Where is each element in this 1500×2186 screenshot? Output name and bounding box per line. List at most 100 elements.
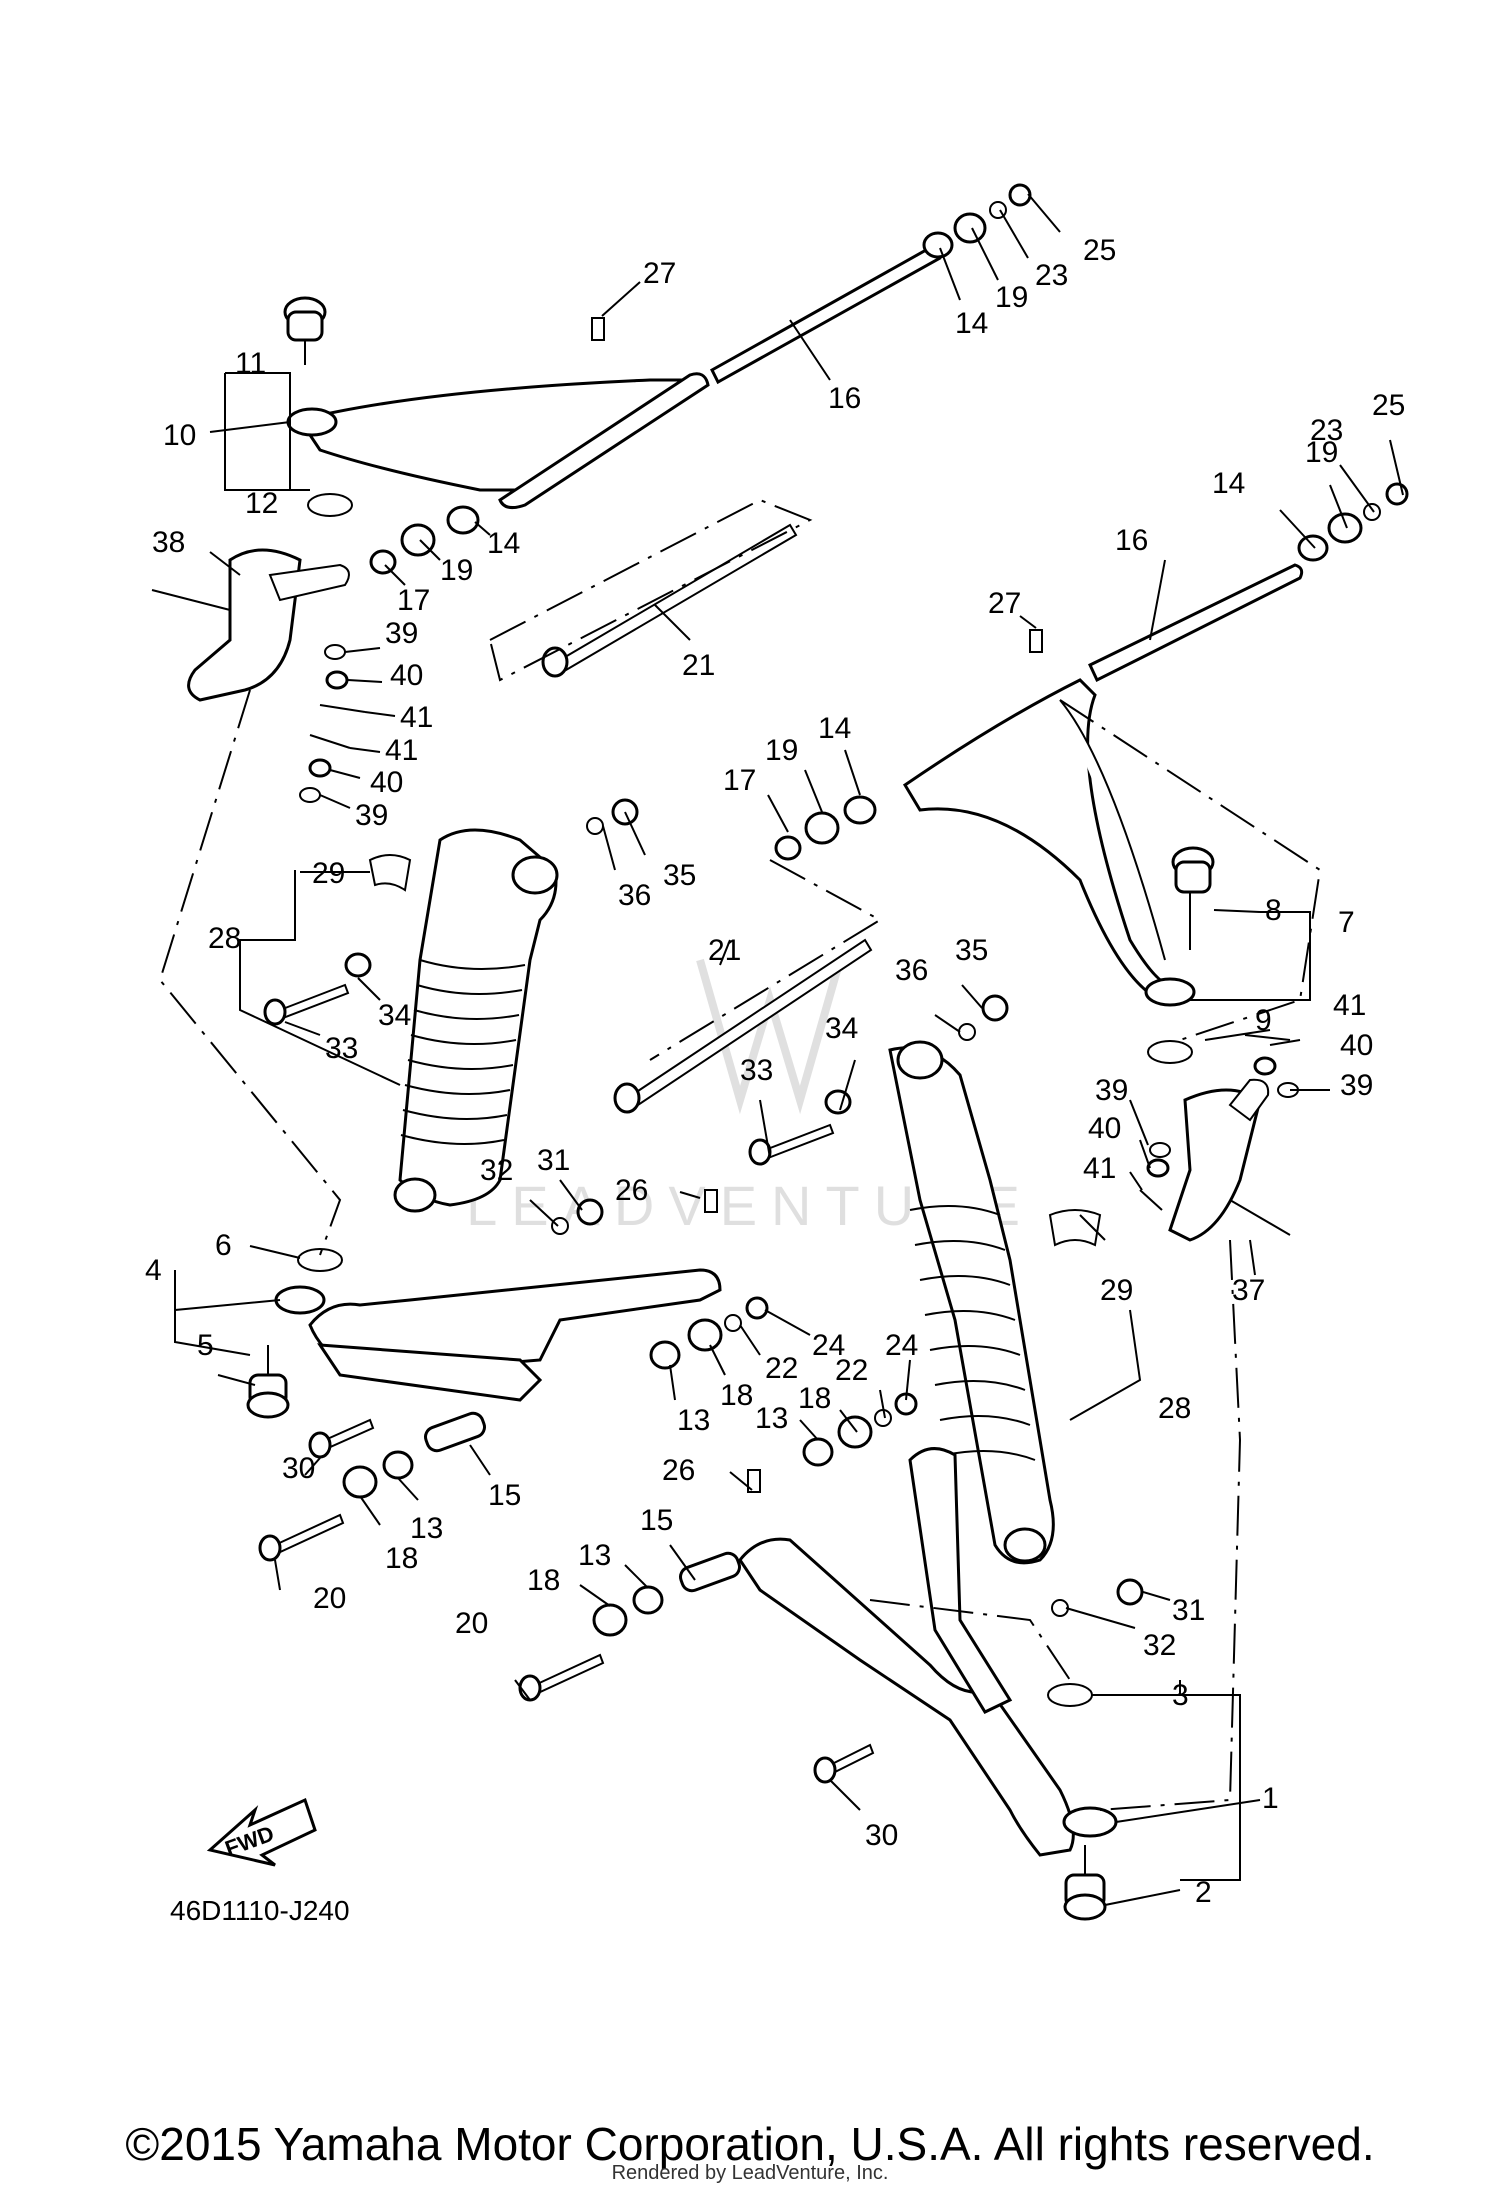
callout-33: 33 [325,1032,358,1065]
bolt-20a [273,1513,345,1555]
callout-36: 36 [895,954,928,987]
bolt-30a-head [308,1431,332,1459]
nut-40a [325,670,349,690]
callout-31: 31 [537,1144,570,1177]
callout-18: 18 [720,1379,753,1412]
callout-numbers: 27 25 23 19 14 16 11 10 12 14 19 17 38 2… [145,234,1405,1909]
upper-right-arm [902,678,1177,1002]
bolt-30a [323,1418,375,1450]
callout-22: 22 [835,1354,868,1387]
nut-31a [576,1198,604,1226]
callout-20: 20 [455,1607,488,1640]
upper-left-arm-cross-tube [498,372,710,510]
bushing-14d [843,795,877,825]
bushing-14c [1297,534,1329,562]
callout-40: 40 [370,766,403,799]
label-29a [368,854,412,892]
callout-15: 15 [488,1479,521,1512]
lower-right-arm [738,1537,1075,1857]
callout-19: 19 [1305,436,1338,469]
collar-34a [344,952,372,978]
nut-35b [981,994,1009,1022]
callout-13: 13 [578,1539,611,1572]
grease-nipple-27b [1029,629,1043,653]
arm-eye-10 [286,407,338,437]
washer-39d [1149,1142,1171,1158]
callout-14: 14 [818,712,851,745]
ball-joint-5 [246,1345,290,1419]
callout-14: 14 [487,527,520,560]
upper-right-arm-group [613,482,1409,1242]
callout-13: 13 [755,1402,788,1435]
callout-14: 14 [955,307,988,340]
upper-right-arm-brace [1059,699,1166,961]
callout-13: 13 [677,1404,710,1437]
callout-8: 8 [1265,894,1282,927]
callout-19: 19 [765,734,798,767]
cotter-pin-41a [319,704,366,713]
knuckle-38-arm [268,563,350,602]
bolt-21a [558,523,798,672]
circlip-12 [307,493,353,517]
washer-39b [299,787,321,803]
callout-26: 26 [615,1174,648,1207]
collar-19b [400,523,436,557]
collar-18c [342,1465,378,1499]
callout-17: 17 [723,764,756,797]
nut-40c [1253,1056,1277,1076]
shock-absorber-right-spring [909,1205,1036,1461]
callout-3: 3 [1172,1679,1189,1712]
circlip-6 [297,1248,343,1272]
bolt-21b-head [613,1082,641,1114]
shock-absorber-right-group [748,994,1102,1565]
nut-40d [1146,1158,1170,1178]
callout-5: 5 [197,1329,214,1362]
shock-absorber-left-group [263,798,639,1213]
collar-18a [687,1318,723,1352]
callout-31: 31 [1172,1594,1205,1627]
knuckle-37 [1168,1088,1262,1242]
bolt-20b-head [518,1674,542,1702]
grease-nipple-26b [747,1469,761,1493]
bushing-13c [382,1450,414,1480]
callout-11: 11 [235,347,266,380]
bushing-14a [922,231,954,259]
callout-41: 41 [1083,1152,1116,1185]
bolt-20a-head [258,1534,282,1562]
upper-left-arm-group [151,183,1032,803]
ball-joint-2 [1063,1845,1107,1921]
arm-eye-7 [1144,977,1196,1007]
callout-16: 16 [1115,524,1148,557]
shock-left-top-eye [511,855,559,895]
shock-absorber-left-spring [400,959,526,1145]
washer-23b [1363,503,1381,521]
bolt-33a-head [263,998,287,1026]
ball-joint-8 [1171,846,1215,950]
grease-nipple-26a [704,1189,718,1213]
grease-nipple-27a [591,317,605,341]
callout-34: 34 [378,999,411,1032]
callout-30: 30 [282,1452,315,1485]
callout-27: 27 [988,587,1021,620]
collar-19a [953,212,987,244]
callout-35: 35 [663,859,696,892]
callout-40: 40 [1340,1029,1373,1062]
callout-9: 9 [1255,1004,1272,1037]
callout-23: 23 [1310,414,1343,447]
callout-14: 14 [1212,467,1245,500]
circlip-3 [1047,1683,1093,1707]
copyright-notice: ©2015 Yamaha Motor Corporation, U.S.A. A… [125,2118,1375,2170]
nut-25a [1008,183,1032,207]
callout-39: 39 [1095,1074,1128,1107]
callout-20: 20 [313,1582,346,1615]
callout-6: 6 [215,1229,232,1262]
callout-21: 21 [708,934,741,967]
callout-26: 26 [662,1454,695,1487]
bolt-30b-head [813,1756,837,1784]
upper-left-arm [297,378,696,492]
lower-left-arm-rear-tube [317,1343,543,1402]
pivot-shaft-16b [1088,563,1304,683]
callout-28: 28 [1158,1392,1191,1425]
pivot-shaft-16a [710,243,944,385]
bolt-33b [763,1123,835,1160]
